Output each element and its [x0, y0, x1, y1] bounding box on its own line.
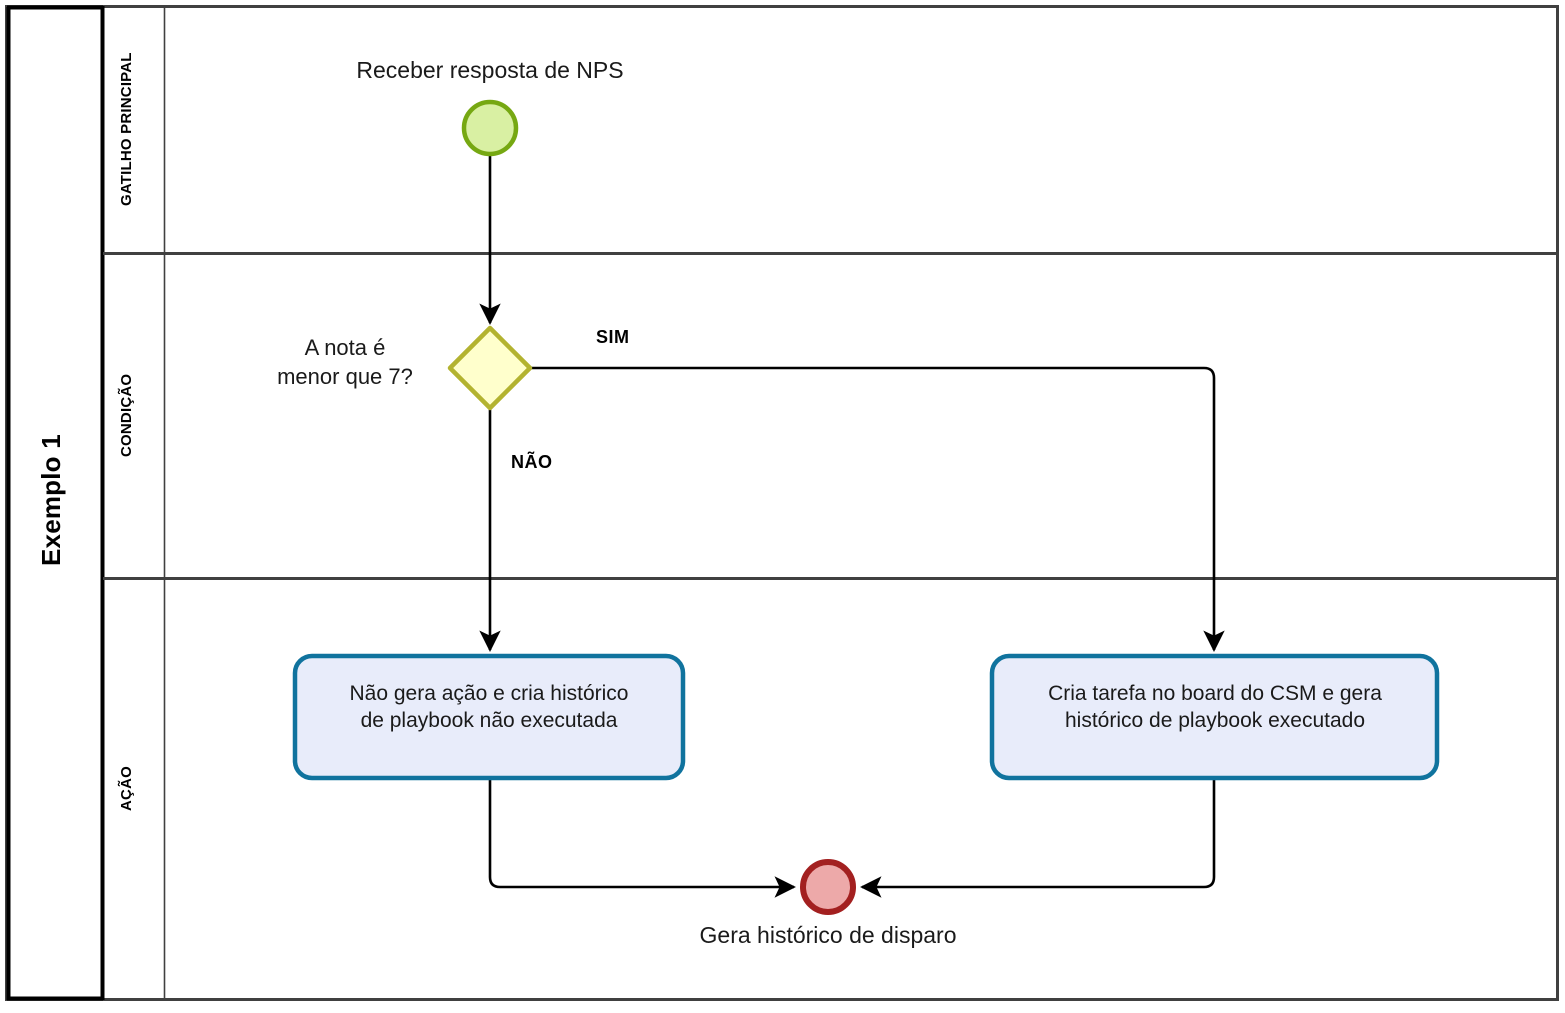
task-right-shape[interactable]: [989, 653, 1440, 781]
end-event[interactable]: [800, 859, 856, 915]
exclusive-gateway[interactable]: [447, 325, 533, 411]
lane-label-gatilho-principal: GATILHO PRINCIPAL: [118, 52, 135, 207]
gateway-label: A nota é menor que 7?: [277, 335, 413, 389]
flow-task-right-to-end: [860, 779, 1216, 898]
task-left-label: Não gera ação e cria histórico de playbo…: [349, 682, 629, 733]
task-left-shape[interactable]: [292, 653, 686, 781]
flow-gateway-sim: [531, 366, 1225, 652]
flow-label-nao: NÃO: [511, 452, 553, 472]
pool-title: Exemplo 1: [36, 434, 66, 566]
start-event-label: Receber resposta de NPS: [356, 57, 624, 83]
lane-label-acao: AÇÃO: [118, 766, 135, 812]
end-event-label: Gera histórico de disparo: [699, 922, 957, 948]
lane-label-condicao: CONDIÇÃO: [118, 373, 135, 458]
flow-label-sim: SIM: [596, 327, 630, 347]
pool-frame: [5, 5, 1559, 1001]
start-event[interactable]: [461, 99, 519, 157]
flow-task-left-to-end: [488, 779, 796, 898]
task-right-label: Cria tarefa no board do CSM e gera histó…: [1048, 682, 1382, 733]
